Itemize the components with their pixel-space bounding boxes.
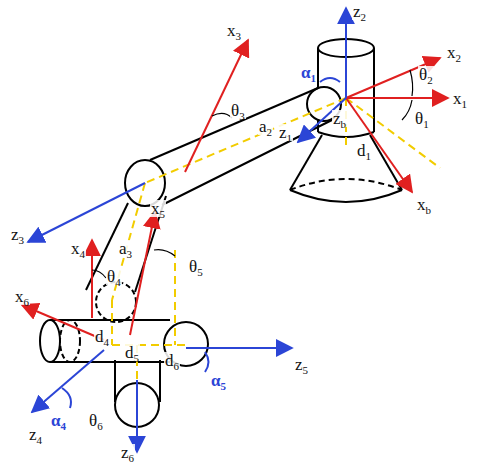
symbol: d [165, 351, 174, 370]
axis-label: x6 [14, 288, 30, 305]
axis-label: zb [332, 110, 347, 127]
axis-label: x3 [226, 22, 242, 39]
symbol: a [259, 117, 267, 136]
subscript: 1 [423, 118, 429, 130]
subscript: 1 [287, 132, 293, 144]
subscript: 4 [80, 248, 86, 260]
axis-label: xb [416, 196, 432, 213]
axis-label: d1 [356, 142, 372, 159]
axis-label: z2 [352, 3, 367, 20]
subscript: 4 [104, 336, 110, 348]
symbol: x [151, 199, 160, 218]
subscript: 1 [311, 72, 317, 84]
subscript: 2 [427, 74, 433, 86]
axis-label: θ5 [188, 258, 204, 275]
symbol: z [29, 425, 37, 444]
symbol: x [227, 21, 236, 40]
subscript: b [426, 204, 432, 216]
symbol: a [119, 239, 127, 258]
symbol: d [125, 343, 134, 362]
subscript: 5 [221, 380, 227, 392]
symbol: z [11, 225, 19, 244]
subscript: 1 [462, 98, 468, 110]
subscript: 3 [127, 248, 133, 260]
axis-label: z6 [120, 444, 135, 461]
subscript: 6 [174, 360, 180, 372]
axis-label: x2 [446, 44, 462, 61]
axis-label: z1 [278, 124, 293, 141]
subscript: 4 [37, 434, 43, 446]
symbol: θ [231, 101, 239, 120]
axis-label: a2 [258, 118, 273, 135]
subscript: 5 [134, 352, 140, 364]
symbol: z [295, 355, 303, 374]
symbol: z [279, 123, 287, 142]
subscript: 1 [366, 150, 372, 162]
symbol: x [447, 43, 456, 62]
axis-label: α1 [300, 64, 317, 81]
axis-label: θ1 [414, 110, 430, 127]
subscript: 6 [97, 420, 103, 432]
axis-label: α5 [210, 372, 227, 389]
subscript: 5 [160, 208, 166, 220]
axis-label: θ3 [230, 102, 246, 119]
symbol: α [211, 371, 221, 390]
symbol: x [417, 195, 426, 214]
axis-label: a3 [118, 240, 133, 257]
symbol: θ [189, 257, 197, 276]
subscript: 2 [267, 126, 273, 138]
symbol: x [71, 239, 80, 258]
subscript: 2 [456, 52, 462, 64]
symbol: α [51, 411, 61, 430]
axis-label: x4 [70, 240, 86, 257]
axis-label: d6 [164, 352, 180, 369]
axis-label: θ4 [106, 268, 122, 285]
axis-label: x1 [452, 90, 468, 107]
axis-label: z5 [294, 356, 309, 373]
symbol: θ [89, 411, 97, 430]
axis-label: x5 [150, 200, 166, 217]
symbol: d [95, 327, 104, 346]
symbol: θ [107, 267, 115, 286]
subscript: 6 [24, 296, 30, 308]
symbol: d [357, 141, 366, 160]
subscript: 3 [19, 234, 25, 246]
subscript: 3 [239, 110, 245, 122]
symbol: x [453, 89, 462, 108]
axis-label: z3 [10, 226, 25, 243]
subscript: 4 [115, 276, 121, 288]
axis-label: α4 [50, 412, 67, 429]
symbol: x [15, 287, 24, 306]
symbol: θ [415, 109, 423, 128]
axis-label: d4 [94, 328, 110, 345]
subscript: b [341, 118, 347, 130]
axis-label: θ6 [88, 412, 104, 429]
symbol: z [333, 109, 341, 128]
axis-label: d5 [124, 344, 140, 361]
symbol: z [353, 2, 361, 21]
subscript: 3 [236, 30, 242, 42]
axis-label: θ2 [418, 66, 434, 83]
subscript: 4 [61, 420, 67, 432]
subscript: 6 [129, 452, 135, 464]
axis-label: z4 [28, 426, 43, 443]
subscript: 5 [197, 266, 203, 278]
subscript: 2 [361, 11, 367, 23]
symbol: θ [419, 65, 427, 84]
symbol: α [301, 63, 311, 82]
subscript: 5 [303, 364, 309, 376]
symbol: z [121, 443, 129, 462]
